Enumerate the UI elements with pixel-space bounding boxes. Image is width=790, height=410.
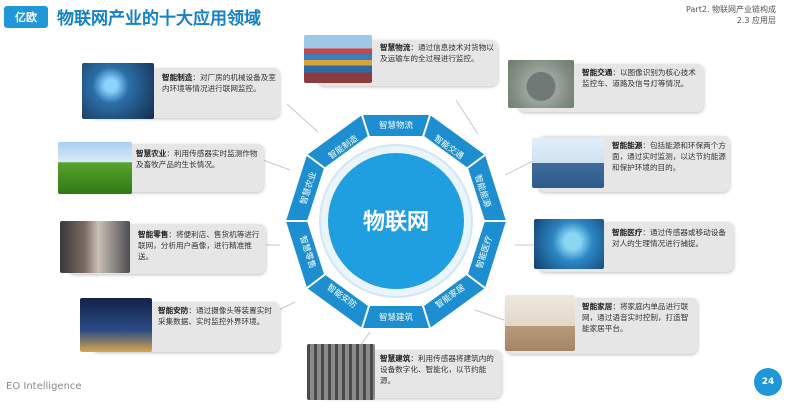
building-desc: 利用传感器将建筑内的设备数字化、智能化，以节约能源。: [380, 354, 494, 385]
iot-ring-diagram: 物联网 智慧物流 智能交通 智能能源 智能医疗 智能家居 智慧建筑 智能安防 智…: [286, 114, 506, 329]
energy-desc: 包括能源和环保两个方面，通过实时监测，以达节约能源和保护环境的目的。: [612, 141, 726, 172]
ring-label-logistics: 智慧物流: [379, 120, 414, 131]
agri-photo: [58, 142, 132, 194]
traffic-photo: [508, 60, 574, 108]
medical-photo: [534, 219, 604, 269]
center-disc: [328, 153, 464, 289]
footer-brand: EO Intelligence: [6, 381, 82, 392]
medical-name: 智能医疗: [612, 228, 643, 237]
home-photo: [505, 295, 575, 351]
logistics-name: 智慧物流: [380, 43, 411, 52]
part-line: Part2. 物联网产业链构成: [686, 5, 776, 14]
page-title: 物联网产业的十大应用领域: [57, 9, 261, 29]
home-desc: 将家庭内单品进行联网，通过语音实时控制，打造智能家居平台。: [582, 302, 689, 333]
manufacturing-name: 智能制造: [162, 73, 193, 82]
center-label: 物联网: [363, 209, 429, 235]
section-line: 2.3 应用层: [736, 16, 776, 25]
logistics-photo: [304, 35, 372, 83]
manufacturing-desc: 对厂房的机械设备及室内环境等情况进行联网监控。: [162, 73, 276, 93]
agri-name: 智慧农业: [136, 149, 167, 158]
retail-photo: [60, 221, 130, 273]
traffic-name: 智能交通: [582, 68, 613, 77]
home-name: 智能家居: [582, 302, 613, 311]
ring-label-building: 智慧建筑: [379, 312, 414, 323]
security-photo: [80, 298, 152, 352]
logistics-desc: 通过信息技术对货物以及运输车的全过程进行监控。: [380, 43, 494, 63]
security-name: 智能安防: [158, 306, 189, 315]
page-number: 24: [754, 368, 782, 396]
manufacturing-photo: [82, 63, 154, 119]
logo-text: 亿欧: [15, 11, 37, 24]
retail-name: 智能零售: [138, 230, 169, 239]
section-header: Part2. 物联网产业链构成 2.3 应用层: [686, 4, 776, 26]
building-photo: [307, 344, 375, 400]
logo: 亿欧: [4, 6, 48, 28]
retail-desc: 将便利店、售货机等进行联网，分析用户画像，进行精准推送。: [138, 230, 260, 261]
agri-desc: 利用传感器实时监测作物及畜牧产品的生长情况。: [136, 149, 258, 169]
energy-photo: [532, 138, 604, 188]
energy-name: 智能能源: [612, 141, 643, 150]
security-desc: 通过摄像头等装置实时采集数据、实时监控外界环境。: [158, 306, 272, 326]
traffic-desc: 以图像识别为核心技术监控车、道路及信号灯等情况。: [582, 68, 696, 88]
medical-desc: 通过传感器或移动设备对人的生理情况进行捕捉。: [612, 228, 726, 248]
building-name: 智慧建筑: [380, 354, 411, 363]
